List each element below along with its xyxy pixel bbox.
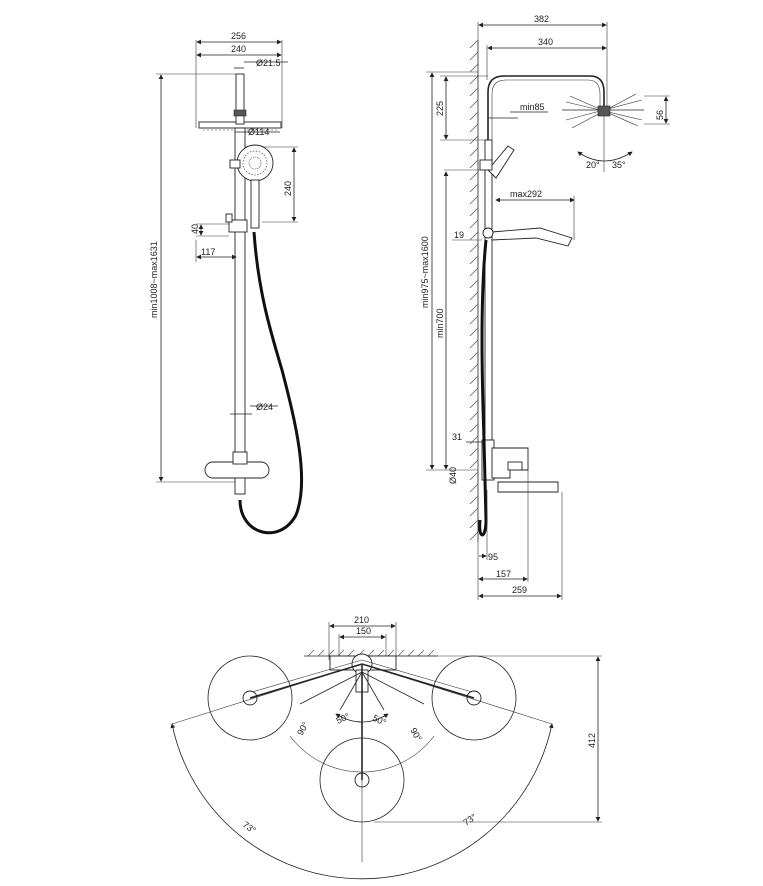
side-rain-head <box>562 93 644 129</box>
wall-hatching <box>469 39 479 541</box>
slide-holder <box>228 219 248 233</box>
dim-225: 225 <box>435 101 445 116</box>
top-view: 210 150 50° 50° 90° 90° <box>170 615 602 880</box>
dim-56: 56 <box>655 110 665 120</box>
dim-240-top: 240 <box>231 44 246 54</box>
angle-20: 20° <box>586 160 600 170</box>
dim-31: 31 <box>452 432 462 442</box>
riser-pipe <box>234 127 246 459</box>
dim-382: 382 <box>534 14 549 24</box>
angle-50-left: 50° <box>335 711 352 726</box>
dim-height-front: min1008~max1631 <box>149 241 159 318</box>
dim-412: 412 <box>587 733 597 748</box>
dim-210: 210 <box>354 615 369 625</box>
hand-shower-head <box>236 144 274 182</box>
head-position-left <box>207 655 293 741</box>
shower-arm <box>235 73 245 125</box>
dim-117: 117 <box>201 247 215 257</box>
dim-40: 40 <box>190 224 200 234</box>
side-shower-arm <box>487 75 605 140</box>
dim-240-vertical: 240 <box>283 181 293 196</box>
dim-d24: Ø24 <box>256 402 273 412</box>
side-view: 382 340 56 20° 35° 225 min85 <box>420 14 670 600</box>
dim-min700: min700 <box>435 308 445 338</box>
dim-d40: Ø40 <box>448 467 458 484</box>
side-riser-pipe <box>484 139 493 441</box>
angle-90-left: 90° <box>295 720 311 737</box>
dim-d114: Ø114 <box>248 127 269 137</box>
mixer-outlet <box>234 477 246 495</box>
side-hose <box>478 239 488 537</box>
dim-height-side: min975~max1600 <box>420 236 430 308</box>
dim-95: 95 <box>488 552 498 562</box>
top-wall-hatching <box>307 649 435 657</box>
front-view: 256 240 Ø21.5 Ø114 240 40 <box>149 31 304 535</box>
angle-73-right: 73° <box>461 811 478 827</box>
angle-35: 35° <box>612 160 626 170</box>
side-hand-shower <box>487 145 515 179</box>
dim-max292: max292 <box>510 189 542 199</box>
dim-150: 150 <box>356 626 371 636</box>
shower-hose <box>238 231 304 535</box>
dim-min85: min85 <box>520 102 545 112</box>
dim-19: 19 <box>454 230 464 240</box>
dim-340: 340 <box>538 37 553 47</box>
dim-256: 256 <box>231 31 246 41</box>
dim-d21-5: Ø21.5 <box>256 58 281 68</box>
side-hand-shower-extended <box>491 227 573 247</box>
angle-90-right: 90° <box>408 726 424 743</box>
angle-73-left: 73° <box>241 819 258 835</box>
dim-157: 157 <box>496 569 511 579</box>
dim-259: 259 <box>512 585 527 595</box>
